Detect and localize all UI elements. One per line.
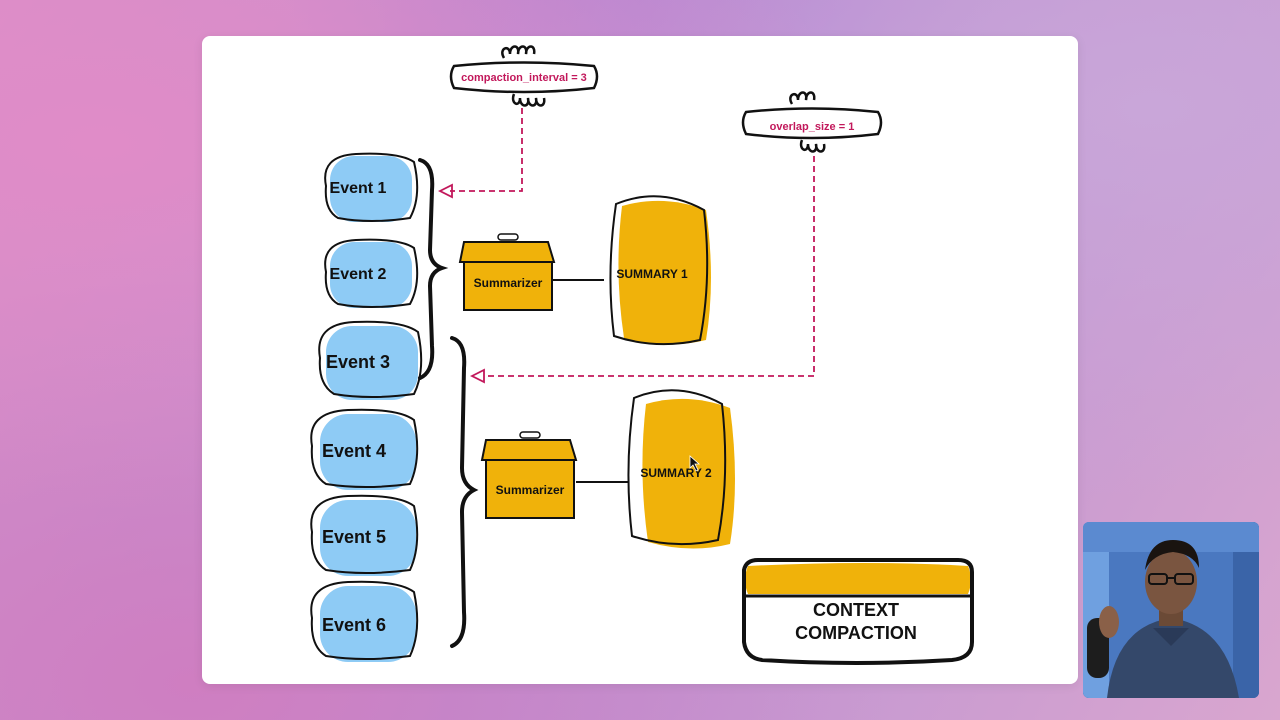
- event-3-label: Event 3: [326, 352, 390, 372]
- event-1-label: Event 1: [330, 180, 387, 197]
- title-card: CONTEXT COMPACTION: [742, 558, 974, 665]
- event-6: Event 6: [310, 580, 419, 662]
- event-2: Event 2: [324, 238, 419, 308]
- mouse-cursor-icon: [689, 455, 701, 472]
- event-1: Event 1: [324, 152, 419, 222]
- summary-1-label: SUMMARY 1: [616, 267, 688, 281]
- event-5-label: Event 5: [322, 527, 386, 547]
- overlap-size-label: overlap_size = 1: [741, 91, 883, 153]
- summarizer-1-label: Summarizer: [474, 276, 543, 290]
- interval-arrow: [437, 108, 523, 199]
- brace-group-2: [450, 336, 479, 648]
- presenter-video: [1083, 522, 1259, 698]
- overlap-arrow: [469, 156, 815, 384]
- event-4: Event 4: [310, 408, 419, 490]
- summary-2-label: SUMMARY 2: [640, 466, 712, 480]
- slide: compaction_interval = 3 overlap_size = 1…: [202, 36, 1078, 684]
- event-5: Event 5: [310, 494, 419, 576]
- compaction-interval-label: compaction_interval = 3: [449, 45, 599, 107]
- summary-1-card: SUMMARY 1: [609, 195, 711, 346]
- event-6-label: Event 6: [322, 615, 386, 635]
- compaction-interval-text: compaction_interval = 3: [461, 72, 587, 84]
- overlap-size-text: overlap_size = 1: [770, 121, 855, 133]
- summarizer-2-box: Summarizer: [480, 431, 578, 519]
- brace-group-1: [418, 158, 449, 380]
- summarizer-1-box: Summarizer: [458, 233, 556, 311]
- webcam-overlay: [1083, 522, 1259, 698]
- diagram-canvas: compaction_interval = 3 overlap_size = 1…: [310, 45, 974, 665]
- title-line-2: COMPACTION: [795, 623, 917, 643]
- summary-2-card: SUMMARY 2: [627, 389, 735, 549]
- event-3: Event 3: [318, 320, 423, 400]
- event-4-label: Event 4: [322, 441, 386, 461]
- summarizer-2-label: Summarizer: [496, 483, 565, 497]
- event-2-label: Event 2: [330, 266, 387, 283]
- title-line-1: CONTEXT: [813, 600, 899, 620]
